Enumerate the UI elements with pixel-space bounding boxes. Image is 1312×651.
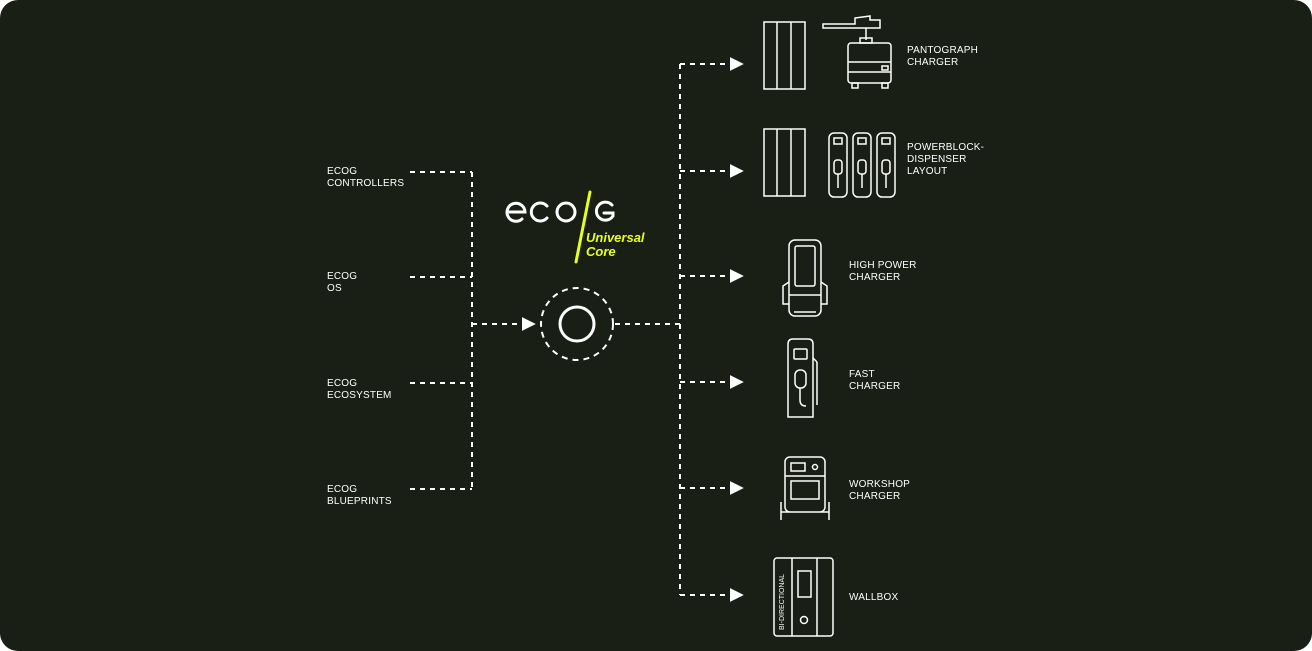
core-inner-ring xyxy=(558,305,596,343)
input-label-line: ECOSYSTEM xyxy=(327,390,392,401)
fast-charger-icon xyxy=(787,338,818,418)
output-label-line: CHARGER xyxy=(907,57,959,68)
logo-letter-e xyxy=(505,201,527,223)
input-label-ecosystem: ECOG ECOSYSTEM xyxy=(327,378,392,402)
input-label-os: ECOG OS xyxy=(327,271,357,295)
output-label-powerblock: POWERBLOCK- DISPENSER LAYOUT xyxy=(907,142,984,178)
output-label-workshop: WORKSHOP CHARGER xyxy=(849,479,910,503)
output-label-line: CHARGER xyxy=(849,272,901,283)
output-label-line: DISPENSER xyxy=(907,154,967,165)
output-label-line: HIGH POWER xyxy=(849,260,917,271)
output-label-high-power: HIGH POWER CHARGER xyxy=(849,260,917,284)
wallbox-icon xyxy=(773,557,834,637)
input-connectors xyxy=(410,171,536,490)
pantograph-charger-icon xyxy=(763,15,892,90)
high-power-charger-icon xyxy=(782,239,828,317)
dispenser-2 xyxy=(852,132,872,198)
output-label-line: CHARGER xyxy=(849,491,901,502)
output-label-line: FAST xyxy=(849,369,875,380)
wallbox-side-text: BI-DIRECTIONAL xyxy=(779,573,786,630)
powerblock-dispenser-icon xyxy=(763,128,896,198)
logo-tagline: Universal Core xyxy=(586,231,645,259)
output-label-pantograph: PANTOGRAPH CHARGER xyxy=(907,45,978,69)
output-label-line: WORKSHOP xyxy=(849,479,911,490)
input-label-line: OS xyxy=(327,283,342,294)
core-outer-ring xyxy=(540,287,614,361)
ecog-logo xyxy=(505,190,615,264)
logo-letter-c xyxy=(529,201,549,223)
dispenser-3 xyxy=(876,132,896,198)
logo-letter-g xyxy=(594,200,615,222)
input-label-controllers: ECOG CONTROLLERS xyxy=(327,166,404,190)
output-label-line: WALLBOX xyxy=(849,592,899,603)
output-label-line: PANTOGRAPH xyxy=(907,45,979,56)
workshop-charger-icon xyxy=(780,456,830,520)
logo-letter-o xyxy=(555,201,577,223)
input-label-line: ECOG xyxy=(327,166,358,177)
dispenser-1 xyxy=(828,132,848,198)
input-label-line: ECOG xyxy=(327,378,358,389)
input-label-line: ECOG xyxy=(327,271,358,282)
logo-tagline-line1: Universal xyxy=(586,230,645,245)
output-label-wallbox: WALLBOX xyxy=(849,592,898,604)
core-node xyxy=(540,287,614,361)
output-label-line: POWERBLOCK- xyxy=(907,142,985,153)
input-label-line: BLUEPRINTS xyxy=(327,496,392,507)
input-label-line: ECOG xyxy=(327,484,358,495)
output-label-line: CHARGER xyxy=(849,381,901,392)
logo-slash xyxy=(574,190,592,264)
input-label-blueprints: ECOG BLUEPRINTS xyxy=(327,484,392,508)
output-connectors xyxy=(615,57,744,602)
input-label-line: CONTROLLERS xyxy=(327,178,405,189)
logo-tagline-line2: Core xyxy=(586,244,616,259)
output-label-line: LAYOUT xyxy=(907,166,948,177)
output-label-fast: FAST CHARGER xyxy=(849,369,900,393)
